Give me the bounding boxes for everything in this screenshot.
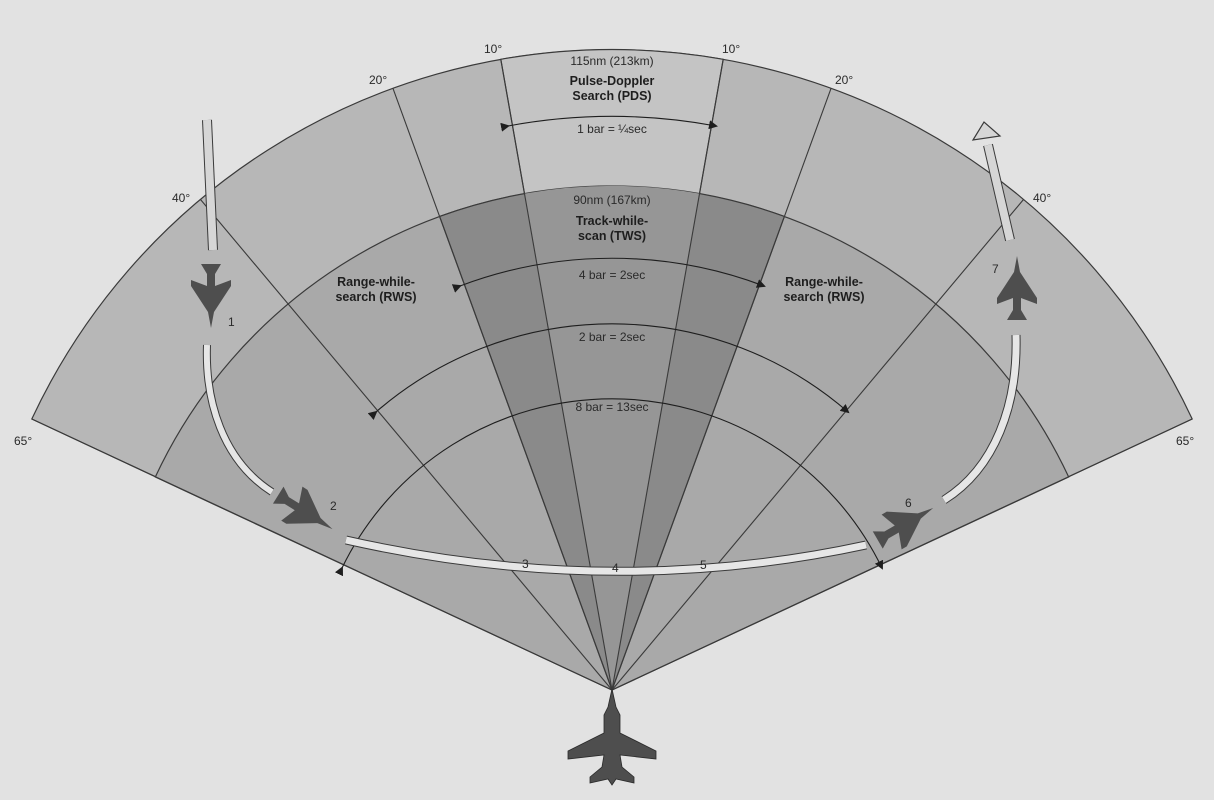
target-aircraft-2 xyxy=(272,486,333,530)
tws-title-line2: scan (TWS) xyxy=(578,229,646,243)
scan-arcs xyxy=(334,115,883,577)
angle-right-20: 20° xyxy=(835,73,853,87)
tws-range: 90nm (167km) xyxy=(573,193,650,207)
angle-right-40: 40° xyxy=(1033,191,1051,205)
arc-8-bar xyxy=(334,398,883,577)
position-1: 1 xyxy=(228,315,235,329)
tws-scan-rate: 4 bar = 2sec xyxy=(579,268,645,282)
position-6: 6 xyxy=(905,496,912,510)
position-5: 5 xyxy=(700,558,707,572)
target-aircraft-icon xyxy=(997,256,1037,320)
arc-2-bar xyxy=(367,323,850,420)
angle-left-20: 20° xyxy=(369,73,387,87)
tws-title-line1: Track-while- xyxy=(576,214,648,228)
target-aircraft-icon xyxy=(191,264,231,328)
intercept-track xyxy=(202,119,1021,576)
angle-left-65: 65° xyxy=(14,434,32,448)
arrow-icon xyxy=(971,121,1002,141)
position-7: 7 xyxy=(992,262,999,276)
rws-right-line2: search (RWS) xyxy=(783,290,864,304)
sector-lines xyxy=(31,59,1193,691)
arc-1-bar xyxy=(500,115,718,132)
target-aircraft-icon xyxy=(872,508,934,550)
position-3: 3 xyxy=(522,557,529,571)
rws-scan-2bar: 2 bar = 2sec xyxy=(579,330,645,344)
target-aircraft-7 xyxy=(997,256,1037,320)
rws-left-line2: search (RWS) xyxy=(335,290,416,304)
rws-scan-8bar: 8 bar = 13sec xyxy=(575,400,648,414)
pds-inner-sector xyxy=(524,185,700,690)
fighter-aircraft-icon xyxy=(567,688,657,786)
rws-left-line1: Range-while- xyxy=(337,275,415,289)
angle-right-65: 65° xyxy=(1176,434,1194,448)
target-aircraft-1 xyxy=(191,264,231,328)
position-2: 2 xyxy=(330,499,337,513)
pds-range: 115nm (213km) xyxy=(570,54,653,68)
arc-4-bar xyxy=(451,257,766,293)
angle-right-10: 10° xyxy=(722,42,740,56)
fighter-aircraft xyxy=(567,688,657,786)
rws-right-line1: Range-while- xyxy=(785,275,863,289)
pds-scan-rate: 1 bar = ¼sec xyxy=(577,122,647,136)
angle-left-40: 40° xyxy=(172,191,190,205)
pds-title-line2: Search (PDS) xyxy=(572,89,651,103)
angle-left-10: 10° xyxy=(484,42,502,56)
position-4: 4 xyxy=(612,561,619,575)
target-aircraft-6 xyxy=(872,508,934,550)
target-aircraft-icon xyxy=(272,486,333,530)
pds-title-line1: Pulse-Doppler xyxy=(570,74,655,88)
